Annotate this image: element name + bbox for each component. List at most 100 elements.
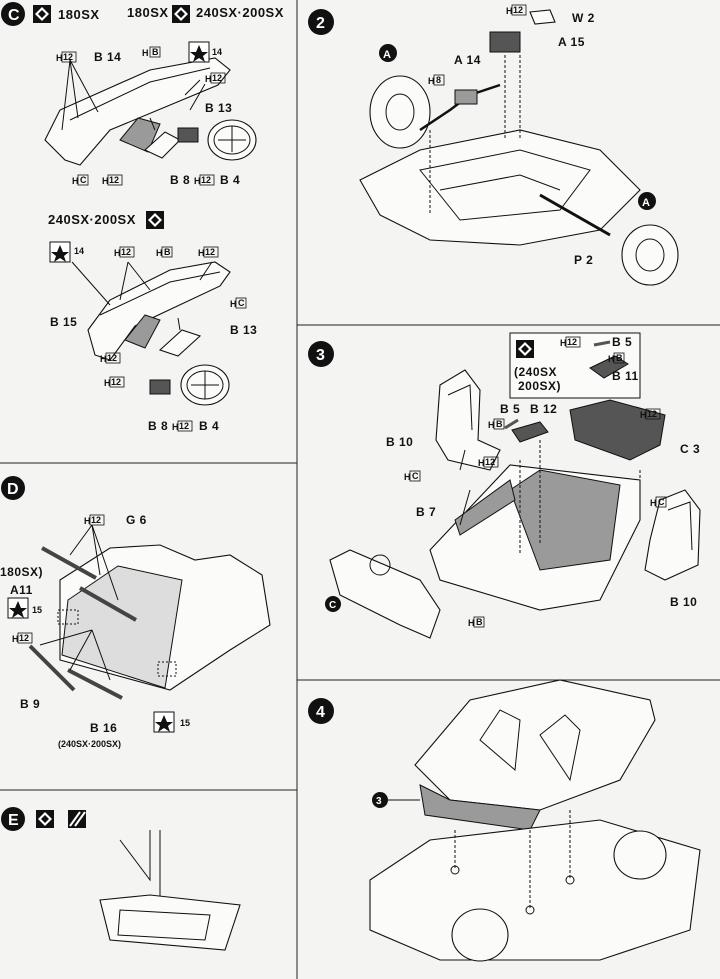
svg-text:H: H xyxy=(608,354,615,364)
step-2-badge xyxy=(308,9,334,35)
door-panel-b7 xyxy=(454,479,516,536)
svg-text:12: 12 xyxy=(109,175,119,185)
svg-text:A: A xyxy=(642,197,650,209)
step-3-section: 3 (240SX 200SX) H 12 B 5 H B B 11 H 12 C… xyxy=(308,332,701,639)
step-4-badge xyxy=(308,698,334,724)
svg-text:H: H xyxy=(194,176,201,186)
svg-text:H: H xyxy=(104,378,111,388)
svg-text:H: H xyxy=(506,6,513,16)
step-e-badge-text: E xyxy=(8,812,19,829)
interior-assembly xyxy=(414,679,656,811)
chassis-rear xyxy=(359,129,641,246)
label-b15: B 15 xyxy=(50,315,77,329)
label-b11: B 11 xyxy=(612,369,639,383)
label-h12: H xyxy=(56,53,63,63)
wiper-b9 xyxy=(28,644,76,692)
svg-text:12: 12 xyxy=(212,73,222,83)
step-2-section: 2 H 12 W 2 A 15 A 14 H 8 A A P 2 xyxy=(308,4,679,286)
svg-text:12: 12 xyxy=(121,247,131,257)
svg-text:12: 12 xyxy=(647,409,657,419)
dashboard-c xyxy=(329,549,441,639)
paint-icon xyxy=(36,810,54,828)
wheel-a-right xyxy=(621,224,679,286)
svg-text:H: H xyxy=(478,458,485,468)
label-hc: H xyxy=(72,176,79,186)
svg-text:8: 8 xyxy=(436,75,441,85)
svg-text:H: H xyxy=(205,74,212,84)
label-b10-left: B 10 xyxy=(386,435,413,449)
wheel-a-left xyxy=(369,75,431,149)
label-hb: H xyxy=(142,48,149,58)
svg-text:12: 12 xyxy=(63,52,73,62)
svg-text:H: H xyxy=(230,299,237,309)
step-d-badge xyxy=(1,476,25,500)
label-a11: A11 xyxy=(10,583,33,597)
paint-icon xyxy=(172,5,190,23)
svg-text:14: 14 xyxy=(74,246,84,256)
ref-14: 14 xyxy=(212,47,222,57)
svg-text:C: C xyxy=(329,600,336,611)
wiper-a11 xyxy=(79,586,137,622)
steering-column-b8 xyxy=(177,127,199,143)
svg-text:H: H xyxy=(488,420,495,430)
svg-text:12: 12 xyxy=(91,515,101,525)
variant-label-240sx-200sx: 240SX·200SX xyxy=(196,5,284,20)
svg-text:H: H xyxy=(428,76,435,86)
svg-text:A: A xyxy=(383,49,391,61)
wiper-a11-top xyxy=(41,546,97,580)
shifter-b12 xyxy=(511,421,549,443)
svg-text:H: H xyxy=(640,410,647,420)
label-c3: C 3 xyxy=(680,442,700,456)
paint-icon xyxy=(516,340,534,358)
wheel-rear-right xyxy=(613,830,667,880)
step-4-badge-text: 4 xyxy=(316,704,325,721)
step-c-section: C 180SX 180SX 240SX·200SX B 14 H B H 12 … xyxy=(1,2,284,433)
label-b16: B 16 xyxy=(90,721,117,735)
step-c-badge-text: C xyxy=(8,7,20,24)
shifter-base-240 xyxy=(158,329,202,357)
svg-text:12: 12 xyxy=(19,633,29,643)
wheel-front-left xyxy=(451,908,509,962)
svg-text:12: 12 xyxy=(201,175,211,185)
svg-text:12: 12 xyxy=(513,5,523,15)
marker-a-right xyxy=(638,192,656,210)
axle-p2 xyxy=(539,193,611,237)
step-e-section: E xyxy=(1,807,241,951)
svg-text:H: H xyxy=(650,498,657,508)
svg-text:12: 12 xyxy=(111,377,121,387)
label-b5: B 5 xyxy=(500,402,520,416)
step-4-section: 4 3 xyxy=(308,679,701,962)
svg-text:12: 12 xyxy=(567,337,577,347)
rear-shelf-c3 xyxy=(569,399,666,461)
label-180sx-variant: 180SX) xyxy=(0,565,43,579)
svg-text:H: H xyxy=(560,338,567,348)
marker-3 xyxy=(372,792,388,808)
label-b13: B 13 xyxy=(205,101,232,115)
marker-c xyxy=(325,596,341,612)
svg-text:12: 12 xyxy=(107,353,117,363)
tip-w2 xyxy=(529,9,556,25)
svg-text:15: 15 xyxy=(32,605,42,615)
label-w2: W 2 xyxy=(572,11,595,25)
svg-text:B: B xyxy=(476,617,483,627)
lever-b5 xyxy=(504,418,519,430)
console-switch-panel xyxy=(119,117,161,153)
svg-text:B: B xyxy=(152,47,159,57)
label-g6: G 6 xyxy=(126,513,147,527)
rear-seat-area xyxy=(509,469,621,571)
seat-b10-left xyxy=(435,369,501,471)
label-b8-bottom: B 8 xyxy=(148,419,168,433)
svg-text:15: 15 xyxy=(180,718,190,728)
label-b12: B 12 xyxy=(530,402,557,416)
step-c-badge xyxy=(1,2,25,26)
svg-text:B: B xyxy=(164,247,171,257)
svg-text:H: H xyxy=(12,634,19,644)
label-b8: B 8 xyxy=(170,173,190,187)
svg-text:12: 12 xyxy=(485,457,495,467)
label-b9: B 9 xyxy=(20,697,40,711)
step-3-badge xyxy=(308,341,334,367)
label-a15: A 15 xyxy=(558,35,585,49)
muffler-a15 xyxy=(489,31,521,53)
svg-text:H: H xyxy=(198,248,205,258)
